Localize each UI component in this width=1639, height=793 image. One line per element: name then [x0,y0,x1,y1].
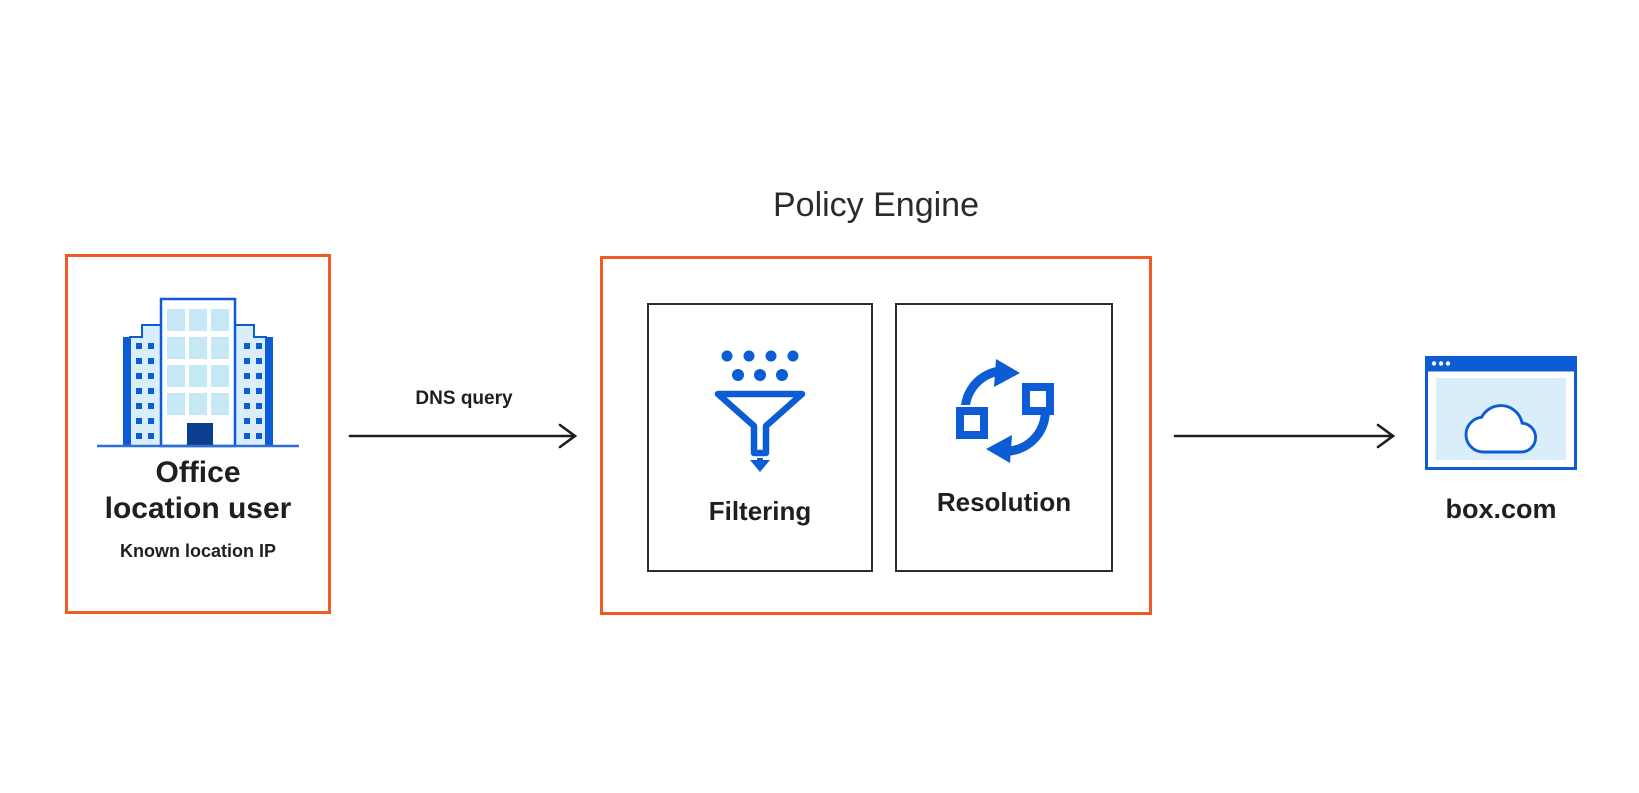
flow-to-destination [1172,420,1404,452]
dns-query-label: DNS query [415,388,513,409]
office-building-icon [97,297,299,448]
browser-cloud-icon [1425,356,1577,470]
funnel-icon [714,350,806,472]
module-resolution: Resolution [895,303,1113,572]
source-subtitle: Known location IP [120,541,276,561]
destination-label: box.com [1445,494,1557,524]
source-title: Office location user [105,455,292,527]
module-filtering-label: Filtering [708,496,812,526]
module-filtering: Filtering [647,303,873,572]
cloud-icon [1464,404,1538,454]
source-title-line2: location user [104,492,292,525]
node-office-location-user: Office location user Known location IP [65,254,331,614]
module-resolution-label: Resolution [936,487,1072,517]
arrow-right-icon [348,423,578,449]
sync-icon [954,359,1054,463]
arrow-right-icon [1173,423,1396,449]
policy-engine-box: Filtering Resolution [600,256,1152,615]
policy-engine-title: Policy Engine [772,186,979,224]
flow-dns-query: DNS query [348,388,588,452]
node-boxcom: box.com [1425,356,1577,525]
source-title-line1: Office [155,456,241,489]
